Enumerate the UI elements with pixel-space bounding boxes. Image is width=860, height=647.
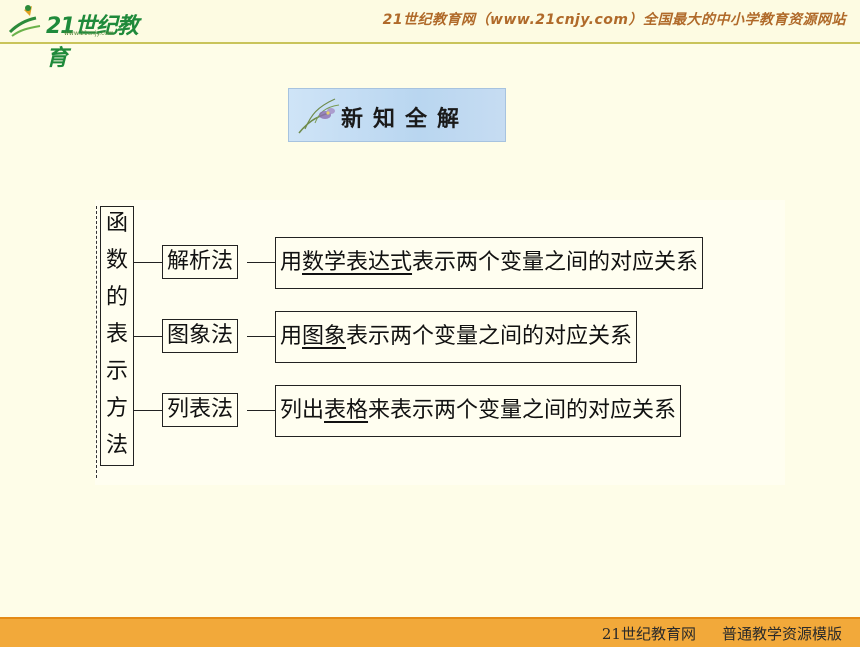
description-text: 列出	[280, 398, 325, 423]
description-keyword: 表格	[324, 398, 369, 423]
method-box-table: 列表法	[162, 393, 239, 427]
root-char: 的	[105, 285, 128, 310]
header-banner: 21世纪教育 www.21cnjy.com 21世纪教育网（www.21cnjy…	[0, 0, 860, 71]
description-text: 表示两个变量之间的对应关系	[412, 250, 699, 275]
footer-template-name: 普通教学资源模版	[721, 625, 842, 643]
footer-text: 21世纪教育网 普通教学资源模版	[602, 623, 842, 644]
root-char: 法	[105, 433, 128, 458]
connector-line	[134, 336, 162, 337]
description-box-graph: 用图象表示两个变量之间的对应关系	[275, 311, 638, 363]
connector-line	[134, 262, 162, 263]
connector-line	[247, 410, 275, 411]
root-char: 方	[105, 396, 128, 421]
description-box-table: 列出表格来表示两个变量之间的对应关系	[275, 385, 682, 437]
section-title-badge: 新知全解	[288, 88, 506, 142]
orchid-icon	[298, 98, 340, 134]
root-node: 函 数 的 表 示 方 法	[100, 206, 134, 466]
method-box-analytic: 解析法	[162, 245, 239, 279]
root-char: 函	[105, 211, 128, 236]
section-title: 新知全解	[341, 106, 470, 132]
connector-line	[247, 262, 275, 263]
description-box-analytic: 用数学表达式表示两个变量之间的对应关系	[275, 237, 704, 289]
connector-line	[247, 336, 275, 337]
description-text: 表示两个变量之间的对应关系	[346, 324, 633, 349]
root-char: 数	[105, 248, 128, 273]
footer-site-name: 21世纪教育网	[601, 625, 696, 643]
dotted-divider	[96, 206, 97, 478]
site-slogan: 21世纪教育网（www.21cnjy.com）全国最大的中小学教育资源网站	[382, 12, 846, 28]
logo-text: 21世纪教育	[46, 14, 139, 71]
connector-line	[134, 410, 162, 411]
description-text: 来表示两个变量之间的对应关系	[368, 398, 677, 423]
root-char: 表	[105, 322, 128, 347]
description-text: 用	[280, 250, 303, 275]
logo-url: www.21cnjy.com	[64, 30, 114, 37]
site-logo[interactable]: 21世纪教育 www.21cnjy.com	[6, 2, 156, 71]
method-box-graph: 图象法	[162, 319, 239, 353]
description-keyword: 数学表达式	[302, 250, 413, 275]
root-char: 示	[105, 359, 128, 384]
footer-banner: 21世纪教育网 普通教学资源模版	[0, 617, 860, 647]
description-text: 用	[280, 324, 303, 349]
runner-logo-icon	[8, 5, 41, 37]
description-keyword: 图象	[302, 324, 347, 349]
